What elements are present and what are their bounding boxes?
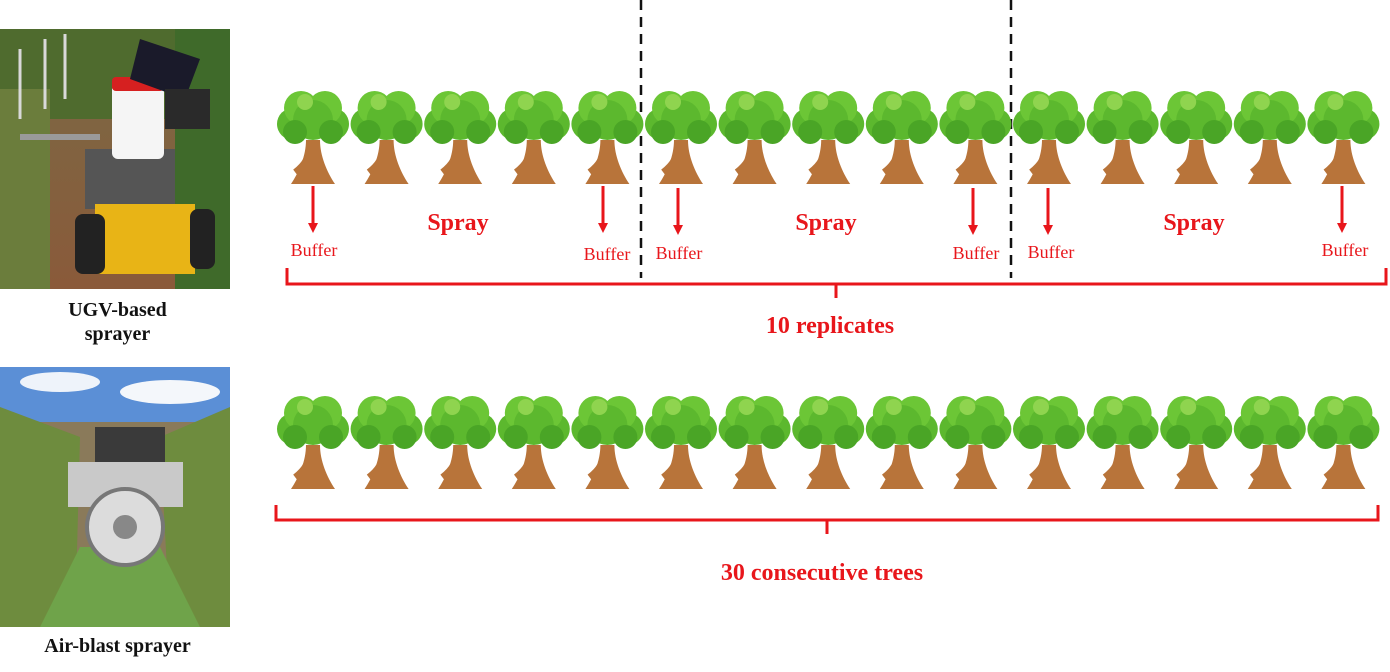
tree-icon bbox=[792, 396, 864, 489]
tree-icon bbox=[1234, 91, 1306, 184]
spray-section-1: Buffer Buffer Spray bbox=[291, 186, 631, 264]
tree-icon bbox=[939, 91, 1011, 184]
tree-icon bbox=[351, 91, 423, 184]
tree-icon bbox=[351, 396, 423, 489]
replicates-bracket bbox=[285, 268, 1388, 298]
tree-icon bbox=[1160, 396, 1232, 489]
tree-icon bbox=[792, 91, 864, 184]
tree-icon bbox=[571, 91, 643, 184]
ugv-caption-line1: UGV-based bbox=[68, 299, 167, 321]
tree-icon bbox=[1234, 396, 1306, 489]
tree-icon bbox=[1087, 396, 1159, 489]
spray-label: Spray bbox=[795, 210, 856, 236]
tree-icon bbox=[866, 91, 938, 184]
tree-icon bbox=[1160, 91, 1232, 184]
tree-icon bbox=[719, 396, 791, 489]
tree-icon bbox=[1087, 91, 1159, 184]
tree-icon bbox=[1013, 91, 1085, 184]
consecutive-trees-bracket bbox=[274, 505, 1380, 534]
tree-icon bbox=[719, 91, 791, 184]
tree-icon bbox=[939, 396, 1011, 489]
buffer-label: Buffer bbox=[584, 244, 631, 264]
ugv-caption: UGV-based sprayer bbox=[40, 298, 195, 346]
replicates-label: 10 replicates bbox=[766, 313, 894, 339]
tree-icon bbox=[866, 396, 938, 489]
bottom-tree-row bbox=[277, 396, 1379, 489]
tree-icon bbox=[424, 91, 496, 184]
buffer-label: Buffer bbox=[656, 243, 703, 263]
top-tree-row bbox=[277, 91, 1379, 184]
buffer-label: Buffer bbox=[1028, 242, 1075, 262]
ugv-sprayer-photo bbox=[0, 29, 230, 289]
airblast-sprayer-photo bbox=[0, 367, 230, 627]
spray-label: Spray bbox=[427, 210, 488, 236]
tree-icon bbox=[645, 91, 717, 184]
spray-label: Spray bbox=[1163, 210, 1224, 236]
tree-icon bbox=[277, 91, 349, 184]
tree-icon bbox=[1013, 396, 1085, 489]
tree-icon bbox=[424, 396, 496, 489]
consecutive-trees-label: 30 consecutive trees bbox=[721, 560, 923, 586]
buffer-label: Buffer bbox=[953, 243, 1000, 263]
tree-icon bbox=[1307, 91, 1379, 184]
ugv-caption-line2: sprayer bbox=[84, 323, 151, 345]
buffer-label: Buffer bbox=[1322, 240, 1369, 260]
spray-section-2: Buffer Buffer Spray bbox=[656, 188, 1000, 263]
tree-icon bbox=[1307, 396, 1379, 489]
tree-icon bbox=[571, 396, 643, 489]
airblast-caption: Air-blast sprayer bbox=[44, 635, 191, 657]
airblast-sprayer-illustration bbox=[0, 367, 230, 627]
tree-icon bbox=[277, 396, 349, 489]
tree-icon bbox=[498, 396, 570, 489]
tree-icon bbox=[498, 91, 570, 184]
spray-section-3: Buffer Buffer Spray bbox=[1028, 186, 1369, 262]
buffer-label: Buffer bbox=[291, 240, 338, 260]
tree-icon bbox=[645, 396, 717, 489]
ugv-sprayer-illustration bbox=[0, 29, 230, 289]
